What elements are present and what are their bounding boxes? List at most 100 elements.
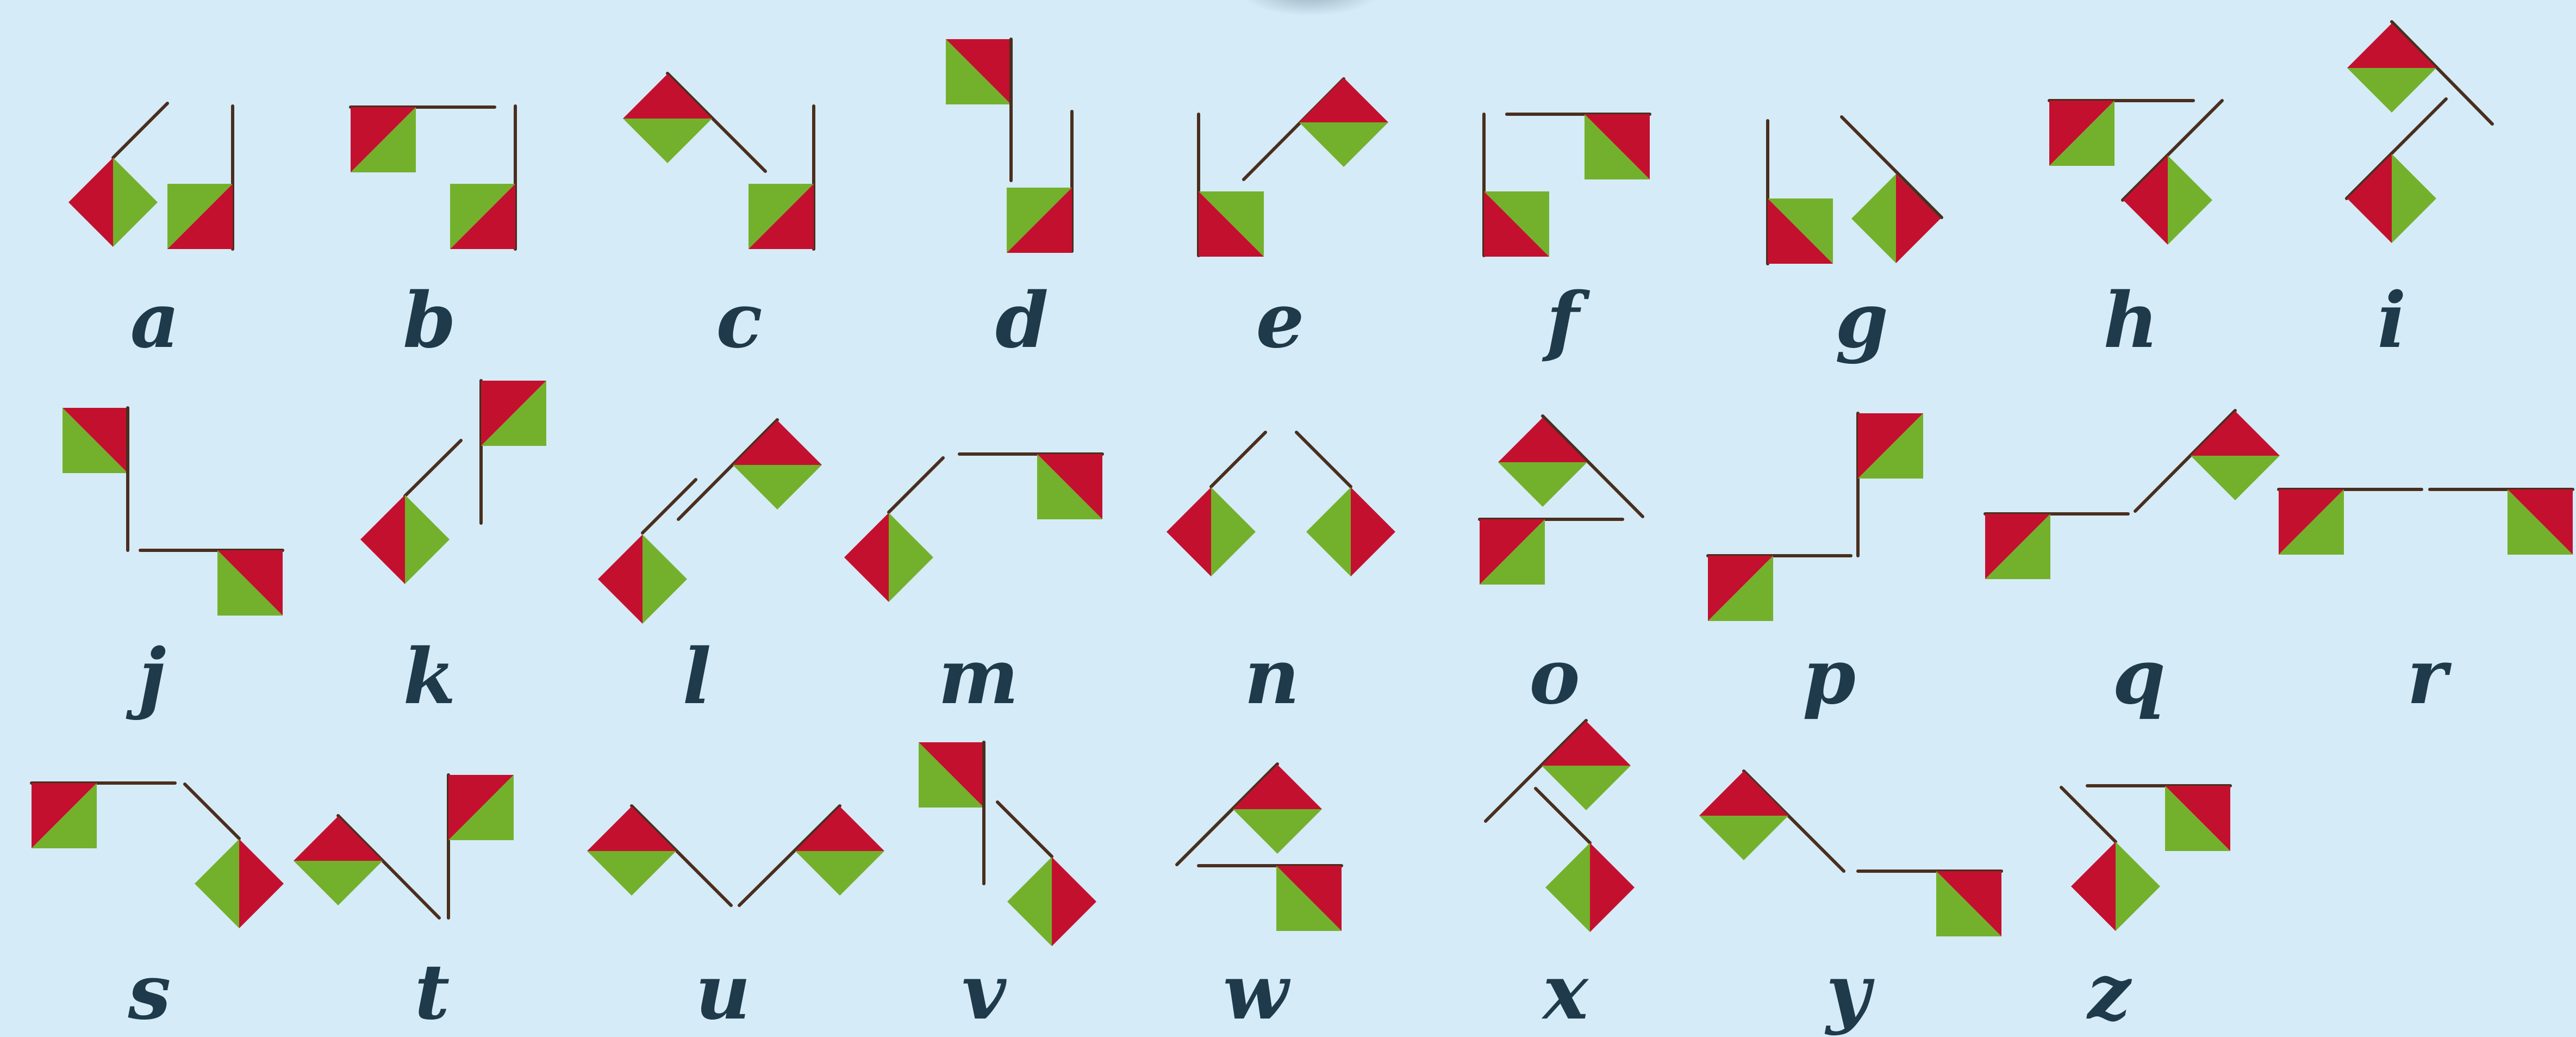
letter-label-v: v [962, 954, 1006, 1030]
semaphore-figure-r [2279, 489, 2573, 555]
flag-half [1299, 122, 1388, 167]
flag-half [113, 158, 158, 247]
semaphore-figure-y [1699, 771, 2001, 936]
flag-pole [997, 802, 1052, 856]
letter-label-b: b [403, 283, 456, 359]
letter-label-g: g [1835, 283, 1888, 359]
letter-label-a: a [130, 283, 180, 359]
semaphore-figure-z [2061, 786, 2230, 931]
flag-half [1211, 487, 1256, 576]
flag-pole [643, 480, 696, 533]
letter-label-w: w [1223, 954, 1289, 1030]
flag-half [587, 851, 676, 896]
flag-half [1498, 462, 1587, 507]
flag-half [1699, 816, 1788, 860]
flag-half [68, 158, 113, 247]
semaphore-figure-l [598, 420, 822, 624]
letter-label-t: t [415, 954, 450, 1030]
semaphore-figure-w [1177, 764, 1342, 931]
semaphore-figure-q [1985, 411, 2280, 579]
flag-half [795, 851, 884, 896]
flag-half [1299, 78, 1388, 122]
flag-half [2347, 23, 2436, 68]
letter-label-i: i [2377, 283, 2406, 359]
letter-label-s: s [128, 954, 171, 1030]
semaphore-figure-o [1480, 416, 1643, 585]
flag-half [1233, 809, 1322, 854]
flag-half [1699, 771, 1788, 816]
flag-half [1590, 843, 1635, 932]
semaphore-figure-f [1484, 114, 1650, 257]
flag-half [623, 119, 712, 163]
flag-half [1896, 174, 1941, 263]
flag-half [1851, 174, 1896, 263]
flag-half [2191, 411, 2280, 456]
flag-half [1052, 857, 1096, 946]
flag-half [1545, 843, 1590, 932]
flag-pole [2061, 787, 2116, 842]
letter-label-z: z [2087, 954, 2131, 1030]
flag-pole [113, 103, 167, 158]
flag-half [2123, 156, 2168, 245]
letter-label-d: d [995, 283, 1049, 359]
flag-half [2116, 842, 2160, 931]
flag-half [598, 535, 643, 624]
flag-half [623, 74, 712, 119]
flag-half [587, 806, 676, 851]
semaphore-figure-b [351, 106, 515, 249]
semaphore-figure-k [360, 381, 546, 584]
letter-label-p: p [1802, 639, 1856, 715]
flag-half [1542, 721, 1631, 766]
semaphore-figure-c [623, 73, 814, 249]
semaphore-figure-u [587, 806, 884, 905]
semaphore-figure-m [844, 454, 1102, 602]
flag-pole [889, 458, 943, 512]
flag-half [2191, 456, 2280, 500]
flag-half [239, 839, 284, 928]
letter-label-k: k [403, 639, 456, 715]
flag-half [294, 816, 383, 861]
semaphore-figure-x [1486, 721, 1635, 932]
semaphore-figure-j [63, 408, 283, 616]
letter-label-l: l [682, 639, 711, 715]
letter-label-q: q [2112, 639, 2166, 715]
semaphore-figure-a [68, 103, 233, 249]
semaphore-figure-p [1708, 413, 1923, 621]
flag-half [1167, 487, 1211, 576]
letter-label-y: y [1826, 954, 1870, 1030]
flag-half [2392, 154, 2436, 243]
flag-pole [185, 784, 239, 839]
semaphore-figure-d [946, 39, 1072, 253]
letter-label-m: m [938, 639, 1019, 715]
flag-half [405, 495, 450, 584]
flag-pole [1296, 432, 1351, 487]
letter-label-j: j [139, 639, 166, 715]
flag-half [889, 513, 933, 602]
flag-half [1498, 418, 1587, 462]
flag-half [844, 513, 889, 602]
flag-half [195, 839, 239, 928]
flag-half [643, 535, 687, 624]
flag-half [2168, 156, 2212, 245]
letter-label-e: e [1256, 283, 1304, 359]
flag-half [795, 806, 884, 851]
flag-half [733, 465, 822, 510]
semaphore-figure-s [32, 783, 284, 928]
flag-half [2071, 842, 2116, 931]
flag-half [1351, 487, 1395, 576]
letter-label-x: x [1543, 954, 1588, 1030]
flag-pole [1211, 432, 1265, 487]
flag-half [733, 420, 822, 465]
letter-label-h: h [2103, 283, 2159, 359]
flag-half [2347, 154, 2392, 243]
flag-half [1233, 765, 1322, 809]
flag-half [1306, 487, 1351, 576]
flag-half [360, 495, 405, 584]
semaphore-figure-h [2049, 101, 2222, 245]
letter-label-r: r [2407, 639, 2447, 715]
semaphore-figure-v [919, 742, 1096, 946]
letter-label-u: u [695, 954, 751, 1030]
semaphore-figure-n [1167, 432, 1395, 576]
